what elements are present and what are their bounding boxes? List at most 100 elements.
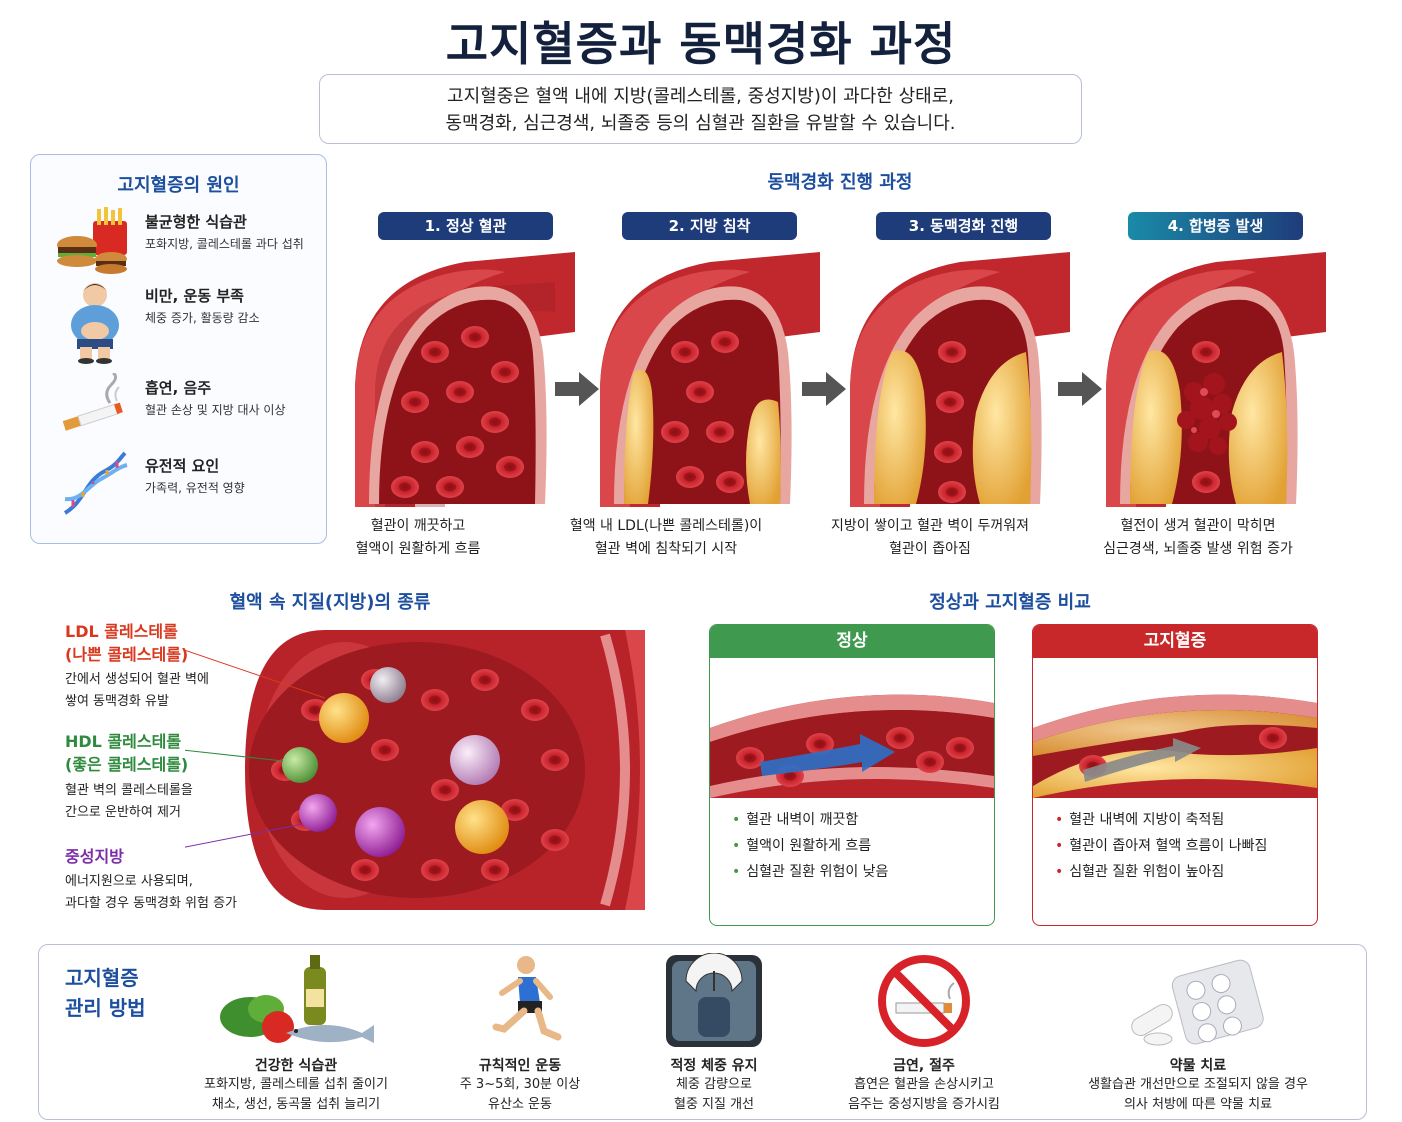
scale-icon bbox=[666, 953, 762, 1047]
ldl-description: 간에서 생성되어 혈관 벽에 쌓여 동맥경화 유발 bbox=[65, 669, 209, 713]
list-item: 혈관 내벽이 깨끗함 bbox=[732, 807, 888, 833]
caption-line: 혈관 벽에 침착되기 시작 bbox=[594, 541, 738, 557]
vessel-cross-section-illustration bbox=[185, 630, 645, 910]
list-item: 심혈관 질환 위험이 높아짐 bbox=[1055, 859, 1267, 885]
hyperlipidemia-features-list: 혈관 내벽에 지방이 축적됨 혈관이 좁아져 혈액 흐름이 나빠짐 심혈관 질환… bbox=[1055, 807, 1267, 885]
management-item-title: 약물 치료 bbox=[1169, 1058, 1227, 1074]
triglyceride-description: 에너지원으로 사용되며, 과다할 경우 동맥경화 위험 증가 bbox=[65, 871, 237, 915]
management-panel: 고지혈증 관리 방법 건강한 식습관 포화지방, 콜레스테롤 섭취 줄이기 채소… bbox=[38, 944, 1367, 1120]
management-item-desc: 흡연은 혈관을 손상시키고 bbox=[854, 1077, 994, 1092]
ldl-label: LDL 콜레스테롤 (나쁜 콜레스테롤) bbox=[65, 620, 188, 666]
caption-line: 혈관이 깨끗하고 bbox=[370, 518, 466, 534]
management-item-title: 건강한 식습관 bbox=[254, 1058, 338, 1074]
fast-food-icon bbox=[57, 207, 127, 274]
list-item: 혈액이 원활하게 흐름 bbox=[732, 833, 888, 859]
hyperlipidemia-label: 고지혈증 bbox=[1033, 625, 1317, 658]
causes-panel: 고지혈증의 원인 불균형한 식습관 포화지방, 콜레스테롤 과다 섭취 비만 bbox=[30, 154, 327, 544]
cause-item-smoking: 흡연, 음주 혈관 손상 및 지방 대사 이상 bbox=[55, 373, 315, 443]
hdl-name: HDL 콜레스테롤 bbox=[65, 732, 182, 751]
management-item-desc: 생활습관 개선만으로 조절되지 않을 경우 bbox=[1088, 1077, 1308, 1092]
management-item-weight: 적정 체중 유지 체중 감량으로 혈중 지질 개선 bbox=[599, 953, 829, 1118]
normal-vessel-illustration bbox=[710, 694, 994, 798]
thrombosis-vessel-illustration bbox=[1106, 252, 1326, 507]
stage-badge-2: 2. 지방 침착 bbox=[622, 212, 797, 240]
caption-line: 혈관이 좁아짐 bbox=[889, 541, 971, 557]
hdl-desc-line: 혈관 벽의 콜레스테롤을 bbox=[65, 783, 193, 798]
triglyceride-label: 중성지방 bbox=[65, 845, 124, 868]
management-title: 고지혈증 관리 방법 bbox=[65, 963, 146, 1023]
caption-line: 지방이 쌓이고 혈관 벽이 두꺼워져 bbox=[830, 518, 1030, 534]
management-title-line: 고지혈증 bbox=[65, 966, 139, 990]
hdl-desc-line: 간으로 운반하여 제거 bbox=[65, 805, 181, 820]
atherosclerosis-vessel-illustration bbox=[850, 252, 1070, 507]
management-item-desc: 혈중 지질 개선 bbox=[673, 1097, 755, 1112]
progression-title: 동맥경화 진행 과정 bbox=[767, 172, 913, 193]
cause-title: 유전적 요인 bbox=[145, 457, 220, 475]
intro-line-1: 고지혈중은 혈액 내에 지방(콜레스테롤, 중성지방)이 과다한 상태로, bbox=[447, 86, 954, 107]
cause-title: 흡연, 음주 bbox=[145, 379, 212, 397]
dna-icon bbox=[63, 451, 128, 515]
management-item-desc: 유산소 운동 bbox=[488, 1097, 552, 1112]
management-item-desc: 체중 감량으로 bbox=[676, 1077, 752, 1092]
management-item-desc: 포화지방, 콜레스테롤 섭취 줄이기 bbox=[204, 1077, 388, 1092]
stage-caption-2: 혈액 내 LDL(나쁜 콜레스테롤)이 혈관 벽에 침착되기 시작 bbox=[536, 515, 796, 561]
hyperlipidemia-comparison-card: 고지혈증 혈관 내벽에 지방이 축적됨 혈관이 좁아져 혈액 흐름이 나빠짐 심… bbox=[1032, 624, 1318, 926]
list-item: 심혈관 질환 위험이 낮음 bbox=[732, 859, 888, 885]
tg-desc-line: 에너지원으로 사용되며, bbox=[65, 874, 193, 889]
cause-desc: 포화지방, 콜레스테롤 과다 섭취 bbox=[145, 237, 304, 251]
ldl-desc-line: 간에서 생성되어 혈관 벽에 bbox=[65, 672, 209, 687]
arrow-right-icon bbox=[555, 372, 599, 410]
management-item-desc: 주 3~5회, 30분 이상 bbox=[459, 1077, 581, 1092]
stage-badge-3: 3. 동맥경화 진행 bbox=[876, 212, 1051, 240]
tg-desc-line: 과다할 경우 동맥경화 위험 증가 bbox=[65, 896, 238, 911]
caption-line: 심근경색, 뇌졸중 발생 위험 증가 bbox=[1103, 541, 1293, 557]
list-item: 혈관 내벽에 지방이 축적됨 bbox=[1055, 807, 1267, 833]
cause-title: 비만, 운동 부족 bbox=[145, 287, 244, 305]
list-item: 혈관이 좁아져 혈액 흐름이 나빠짐 bbox=[1055, 833, 1267, 859]
cause-item-diet: 불균형한 식습관 포화지방, 콜레스테롤 과다 섭취 bbox=[55, 207, 315, 277]
cause-item-obesity: 비만, 운동 부족 체중 증가, 활동량 감소 bbox=[55, 281, 315, 364]
caption-line: 혈액이 원활하게 흐름 bbox=[355, 541, 481, 557]
obese-person-icon bbox=[71, 283, 119, 364]
lipid-types-title: 혈액 속 지질(지방)의 종류 bbox=[229, 592, 431, 613]
cigarette-icon bbox=[62, 373, 123, 431]
intro-line-2: 동맥경화, 심근경색, 뇌졸중 등의 심혈관 질환을 유발할 수 있습니다. bbox=[445, 113, 956, 134]
management-item-no-smoking: 금연, 절주 흡연은 혈관을 손상시키고 음주는 중성지방을 증가시킴 bbox=[809, 953, 1039, 1118]
arrow-right-icon bbox=[1058, 372, 1102, 410]
running-icon bbox=[492, 956, 562, 1041]
hyperlipidemia-vessel-illustration bbox=[1033, 694, 1317, 798]
management-item-exercise: 규칙적인 운동 주 3~5회, 30분 이상 유산소 운동 bbox=[405, 953, 635, 1118]
triglyceride-name: 중성지방 bbox=[65, 847, 124, 866]
management-item-title: 금연, 절주 bbox=[893, 1058, 955, 1074]
cause-desc: 가족력, 유전적 영향 bbox=[145, 481, 245, 495]
intro-box: 고지혈중은 혈액 내에 지방(콜레스테롤, 중성지방)이 과다한 상태로, 동맥… bbox=[319, 74, 1082, 144]
stage-badge-1: 1. 정상 혈관 bbox=[378, 212, 553, 240]
caption-line: 혈액 내 LDL(나쁜 콜레스테롤)이 bbox=[569, 518, 763, 534]
ldl-subname: (나쁜 콜레스테롤) bbox=[65, 645, 189, 664]
management-title-line: 관리 방법 bbox=[65, 996, 146, 1020]
fat-deposit-vessel-illustration bbox=[600, 252, 820, 507]
normal-vessel-illustration bbox=[355, 252, 575, 507]
management-item-title: 규칙적인 운동 bbox=[478, 1058, 562, 1074]
management-item-medication: 약물 치료 생활습관 개선만으로 조절되지 않을 경우 의사 처방에 따른 약물… bbox=[1053, 953, 1343, 1118]
hdl-subname: (좋은 콜레스테롤) bbox=[65, 755, 189, 774]
management-item-desc: 음주는 중성지방을 증가시킴 bbox=[848, 1097, 1000, 1112]
causes-title: 고지혈증의 원인 bbox=[117, 175, 240, 196]
ldl-name: LDL 콜레스테롤 bbox=[65, 622, 178, 641]
normal-comparison-card: 정상 혈관 내벽이 깨끗함 혈액이 원활하게 흐름 심혈관 질환 위험이 낮음 bbox=[709, 624, 995, 926]
ldl-desc-line: 쌓여 동맥경화 유발 bbox=[65, 694, 169, 709]
management-item-desc: 채소, 생선, 동곡물 섭취 늘리기 bbox=[211, 1097, 381, 1112]
normal-features-list: 혈관 내벽이 깨끗함 혈액이 원활하게 흐름 심혈관 질환 위험이 낮음 bbox=[732, 807, 888, 885]
hdl-label: HDL 콜레스테롤 (좋은 콜레스테롤) bbox=[65, 730, 188, 776]
page-title: 고지혈증과 동맥경화 과정 bbox=[445, 17, 957, 71]
cause-title: 불균형한 식습관 bbox=[145, 213, 247, 231]
management-item-diet: 건강한 식습관 포화지방, 콜레스테롤 섭취 줄이기 채소, 생선, 동곡물 섭… bbox=[181, 953, 411, 1118]
healthy-food-icon bbox=[220, 955, 374, 1043]
hdl-description: 혈관 벽의 콜레스테롤을 간으로 운반하여 제거 bbox=[65, 780, 193, 824]
caption-line: 혈전이 생겨 혈관이 막히면 bbox=[1120, 518, 1276, 534]
management-item-title: 적정 체중 유지 bbox=[670, 1058, 758, 1074]
stage-caption-3: 지방이 쌓이고 혈관 벽이 두꺼워져 혈관이 좁아짐 bbox=[800, 515, 1060, 561]
arrow-right-icon bbox=[802, 372, 846, 410]
cause-desc: 혈관 손상 및 지방 대사 이상 bbox=[145, 403, 286, 417]
no-smoking-icon bbox=[878, 955, 970, 1047]
